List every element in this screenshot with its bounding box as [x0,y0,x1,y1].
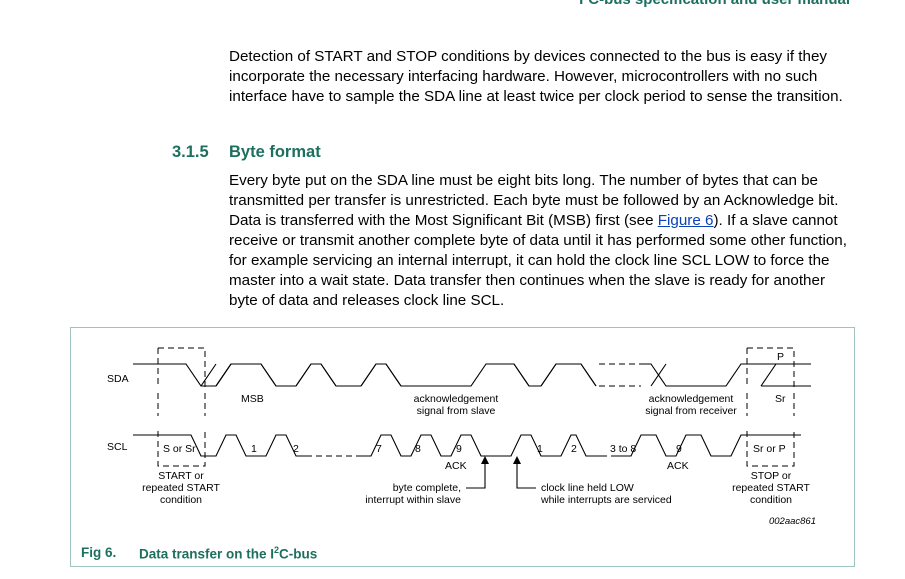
scl-waveform-c [616,434,801,457]
ack-receiver-line1: acknowledgement [649,393,734,405]
clock-9b: 9 [676,443,682,455]
figure-number: Fig 6. [81,545,117,560]
figure-title-prefix: Data transfer on the I [139,546,275,562]
figure-title-suffix: C-bus [279,546,318,562]
stop-box-top [746,347,795,388]
ack-label-1: ACK [445,460,467,472]
start-box-top [157,347,206,388]
section-title: Byte format [229,143,321,161]
sda-waveform-e [200,363,232,387]
clock-held-arrow [513,456,521,464]
sda-label: SDA [107,373,129,385]
sr-label: Sr [775,393,786,405]
byte-complete-line1: byte complete, [393,482,461,494]
figure-title: Data transfer on the I2C-bus [139,545,317,562]
s-or-sr-label: S or Sr [163,443,196,455]
clock-7: 7 [376,443,382,455]
byte-complete-arrow [481,456,489,464]
start-label-line3: condition [160,494,202,506]
byte-complete-line2: interrupt within slave [365,494,461,506]
sda-waveform-b [215,363,597,387]
ack-receiver-line2: signal from receiver [645,405,737,417]
sda-waveform-c [201,363,386,387]
clock-3-to-8: 3 to 8 [610,443,636,455]
figure-6-box: SDA MSB acknowledgement signal from slav… [70,327,855,567]
msb-label: MSB [241,393,264,405]
stop-label-line3: condition [750,494,792,506]
clock-held-line1: clock line held LOW [541,482,634,494]
scl-waveform-b [361,434,601,457]
intro-paragraph: Detection of START and STOP conditions b… [229,48,843,105]
clock-8: 8 [415,443,421,455]
clock-9a: 9 [456,443,462,455]
clock-held-leader [516,458,536,489]
body-text-part-2: ). If a slave cannot receive or transmit… [229,212,847,309]
byte-complete-leader [466,458,486,489]
sda-dashed-gap [599,363,641,387]
clock-2: 2 [293,443,299,455]
running-header-title: I²C-bus specification and user manual [520,0,850,8]
stop-label-line2: repeated START [732,482,810,494]
scl-label: SCL [107,441,128,453]
clock-1b: 1 [537,443,543,455]
ack-label-2: ACK [667,460,689,472]
body-text-part-1: Every byte put on the SDA line must be e… [229,172,839,229]
section-number: 3.1.5 [172,143,209,161]
byte-format-paragraph: Every byte put on the SDA line must be e… [229,171,854,311]
clock-1: 1 [251,443,257,455]
i2c-timing-diagram: SDA MSB acknowledgement signal from slav… [107,347,816,527]
stop-p-label: P [777,351,784,363]
sr-or-p-label: Sr or P [753,443,786,455]
clock-2b: 2 [571,443,577,455]
clock-held-line2: while interrupts are serviced [540,494,672,506]
start-label-line1: START or [158,470,204,482]
stop-box-mid [746,393,795,416]
sda-waveform-end [641,363,811,387]
figure-6-link[interactable]: Figure 6 [657,212,714,229]
start-box-mid [157,393,206,416]
figure-code: 002aac861 [769,516,816,527]
stop-label-line1: STOP or [751,470,792,482]
ack-slave-line2: signal from slave [417,405,496,417]
figure-title-sup: 2 [274,545,280,555]
scl-waveform-a [133,434,306,457]
start-label-line2: repeated START [142,482,220,494]
ack-slave-line1: acknowledgement [414,393,499,405]
